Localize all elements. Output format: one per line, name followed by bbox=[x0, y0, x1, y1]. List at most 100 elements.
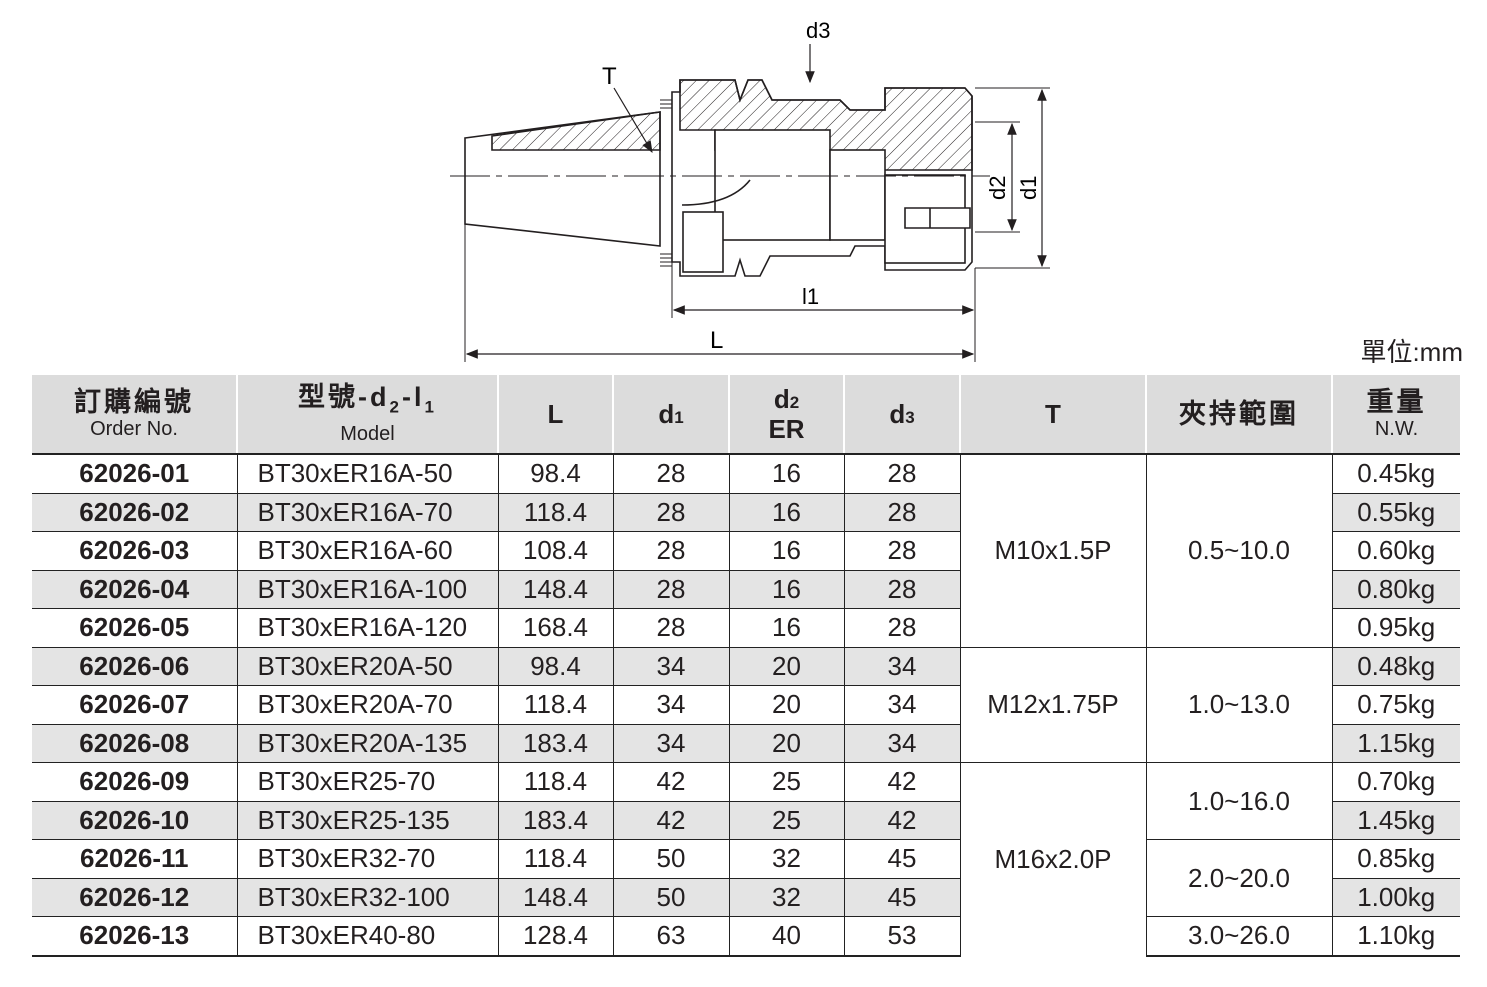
order-no: 62026-03 bbox=[32, 531, 237, 570]
order-no: 62026-06 bbox=[32, 646, 237, 686]
d3-value: 45 bbox=[843, 839, 960, 878]
l1-label: l1 bbox=[802, 284, 819, 309]
header-d1: d1 bbox=[612, 375, 729, 455]
d3-value: 28 bbox=[843, 531, 960, 570]
L-value: 128.4 bbox=[497, 916, 613, 957]
weight-value: 1.00kg bbox=[1331, 877, 1460, 917]
d1-value: 42 bbox=[612, 800, 729, 840]
weight-value: 0.85kg bbox=[1331, 839, 1460, 878]
weight-value: 1.15kg bbox=[1331, 723, 1460, 763]
model: BT30xER25-135 bbox=[236, 800, 498, 840]
header-T: T bbox=[959, 375, 1146, 455]
d2-value: 20 bbox=[728, 723, 844, 763]
table-row: 62026-03 BT30xER16A-60 108.4 28 16 28 0.… bbox=[32, 531, 1460, 570]
header-model: 型號-d2-l1 Model bbox=[236, 375, 498, 455]
model: BT30xER16A-100 bbox=[236, 569, 498, 609]
d2-value: 16 bbox=[728, 608, 844, 647]
table-row: 62026-09 BT30xER25-70 118.4 42 25 42 M16… bbox=[32, 762, 1460, 956]
model: BT30xER20A-50 bbox=[236, 646, 498, 686]
thread-value: M10x1.5P bbox=[959, 453, 1146, 647]
order-no: 62026-10 bbox=[32, 800, 237, 840]
thread-value: M16x2.0P bbox=[959, 762, 1146, 956]
d1-value: 34 bbox=[612, 685, 729, 724]
table-row: 62026-05 BT30xER16A-120 168.4 28 16 28 0… bbox=[32, 608, 1460, 647]
L-value: 118.4 bbox=[497, 492, 613, 532]
L-value: 148.4 bbox=[497, 877, 613, 917]
d3-value: 34 bbox=[843, 646, 960, 686]
order-no: 62026-11 bbox=[32, 839, 237, 878]
d2-value: 16 bbox=[728, 492, 844, 532]
order-no: 62026-01 bbox=[32, 453, 237, 493]
d3-value: 34 bbox=[843, 685, 960, 724]
order-no: 62026-13 bbox=[32, 916, 237, 957]
d3-value: 45 bbox=[843, 877, 960, 917]
L-value: 118.4 bbox=[497, 762, 613, 801]
d3-value: 42 bbox=[843, 800, 960, 840]
table-row: 62026-02 BT30xER16A-70 118.4 28 16 28 0.… bbox=[32, 492, 1460, 532]
d1-value: 42 bbox=[612, 762, 729, 801]
L-value: 98.4 bbox=[497, 453, 613, 493]
d1-value: 28 bbox=[612, 453, 729, 493]
clamp-range: 2.0~20.0 bbox=[1145, 839, 1332, 917]
clamp-range: 3.0~26.0 bbox=[1145, 916, 1332, 957]
d1-value: 28 bbox=[612, 531, 729, 570]
model: BT30xER16A-70 bbox=[236, 492, 498, 532]
order-no: 62026-02 bbox=[32, 492, 237, 532]
d3-label: d3 bbox=[806, 18, 830, 43]
L-value: 148.4 bbox=[497, 569, 613, 609]
weight-value: 0.60kg bbox=[1331, 531, 1460, 570]
L-value: 118.4 bbox=[497, 685, 613, 724]
d2-value: 40 bbox=[728, 916, 844, 957]
d3-value: 53 bbox=[843, 916, 960, 957]
model: BT30xER25-70 bbox=[236, 762, 498, 801]
d3-value: 28 bbox=[843, 608, 960, 647]
header-weight: 重量 N.W. bbox=[1331, 375, 1460, 455]
L-label: L bbox=[710, 327, 723, 354]
weight-value: 0.45kg bbox=[1331, 453, 1460, 493]
model: BT30xER20A-70 bbox=[236, 685, 498, 724]
d1-value: 50 bbox=[612, 877, 729, 917]
order-no: 62026-05 bbox=[32, 608, 237, 647]
header-L: L bbox=[497, 375, 613, 455]
d1-value: 50 bbox=[612, 839, 729, 878]
order-no: 62026-04 bbox=[32, 569, 237, 609]
clamp-range: 1.0~16.0 bbox=[1145, 762, 1332, 840]
d1-value: 63 bbox=[612, 916, 729, 957]
header-order: 訂購編號 Order No. bbox=[32, 375, 237, 455]
d2-value: 32 bbox=[728, 839, 844, 878]
table-row: 62026-11 BT30xER32-70 118.4 50 32 45 2.0… bbox=[32, 839, 1460, 917]
L-value: 183.4 bbox=[497, 723, 613, 763]
d3-value: 42 bbox=[843, 762, 960, 801]
unit-label: 單位:mm bbox=[1360, 337, 1463, 367]
L-value: 168.4 bbox=[497, 608, 613, 647]
table-row: 62026-07 BT30xER20A-70 118.4 34 20 34 0.… bbox=[32, 685, 1460, 724]
d2-value: 20 bbox=[728, 646, 844, 686]
t-label: T bbox=[602, 63, 617, 90]
d1-value: 28 bbox=[612, 492, 729, 532]
table-row: 62026-13 BT30xER40-80 128.4 63 40 53 3.0… bbox=[32, 916, 1460, 957]
L-value: 118.4 bbox=[497, 839, 613, 878]
weight-value: 1.45kg bbox=[1331, 800, 1460, 840]
table-row: 62026-12 BT30xER32-100 148.4 50 32 45 1.… bbox=[32, 877, 1460, 917]
order-no: 62026-09 bbox=[32, 762, 237, 801]
thread-value: M12x1.75P bbox=[959, 646, 1146, 763]
weight-value: 0.95kg bbox=[1331, 608, 1460, 647]
table-row: 62026-04 BT30xER16A-100 148.4 28 16 28 0… bbox=[32, 569, 1460, 609]
L-value: 183.4 bbox=[497, 800, 613, 840]
table-row: 62026-08 BT30xER20A-135 183.4 34 20 34 1… bbox=[32, 723, 1460, 763]
d3-value: 28 bbox=[843, 453, 960, 493]
L-value: 108.4 bbox=[497, 531, 613, 570]
d1-value: 28 bbox=[612, 569, 729, 609]
d2-value: 32 bbox=[728, 877, 844, 917]
d2-value: 16 bbox=[728, 569, 844, 609]
weight-value: 1.10kg bbox=[1331, 916, 1460, 957]
weight-value: 0.80kg bbox=[1331, 569, 1460, 609]
header-d2: d2 ER bbox=[728, 375, 844, 455]
weight-value: 0.75kg bbox=[1331, 685, 1460, 724]
model: BT30xER16A-50 bbox=[236, 453, 498, 493]
d2-label: d2 bbox=[985, 176, 1010, 200]
order-no: 62026-12 bbox=[32, 877, 237, 917]
d1-value: 28 bbox=[612, 608, 729, 647]
d2-value: 16 bbox=[728, 453, 844, 493]
d3-value: 28 bbox=[843, 492, 960, 532]
